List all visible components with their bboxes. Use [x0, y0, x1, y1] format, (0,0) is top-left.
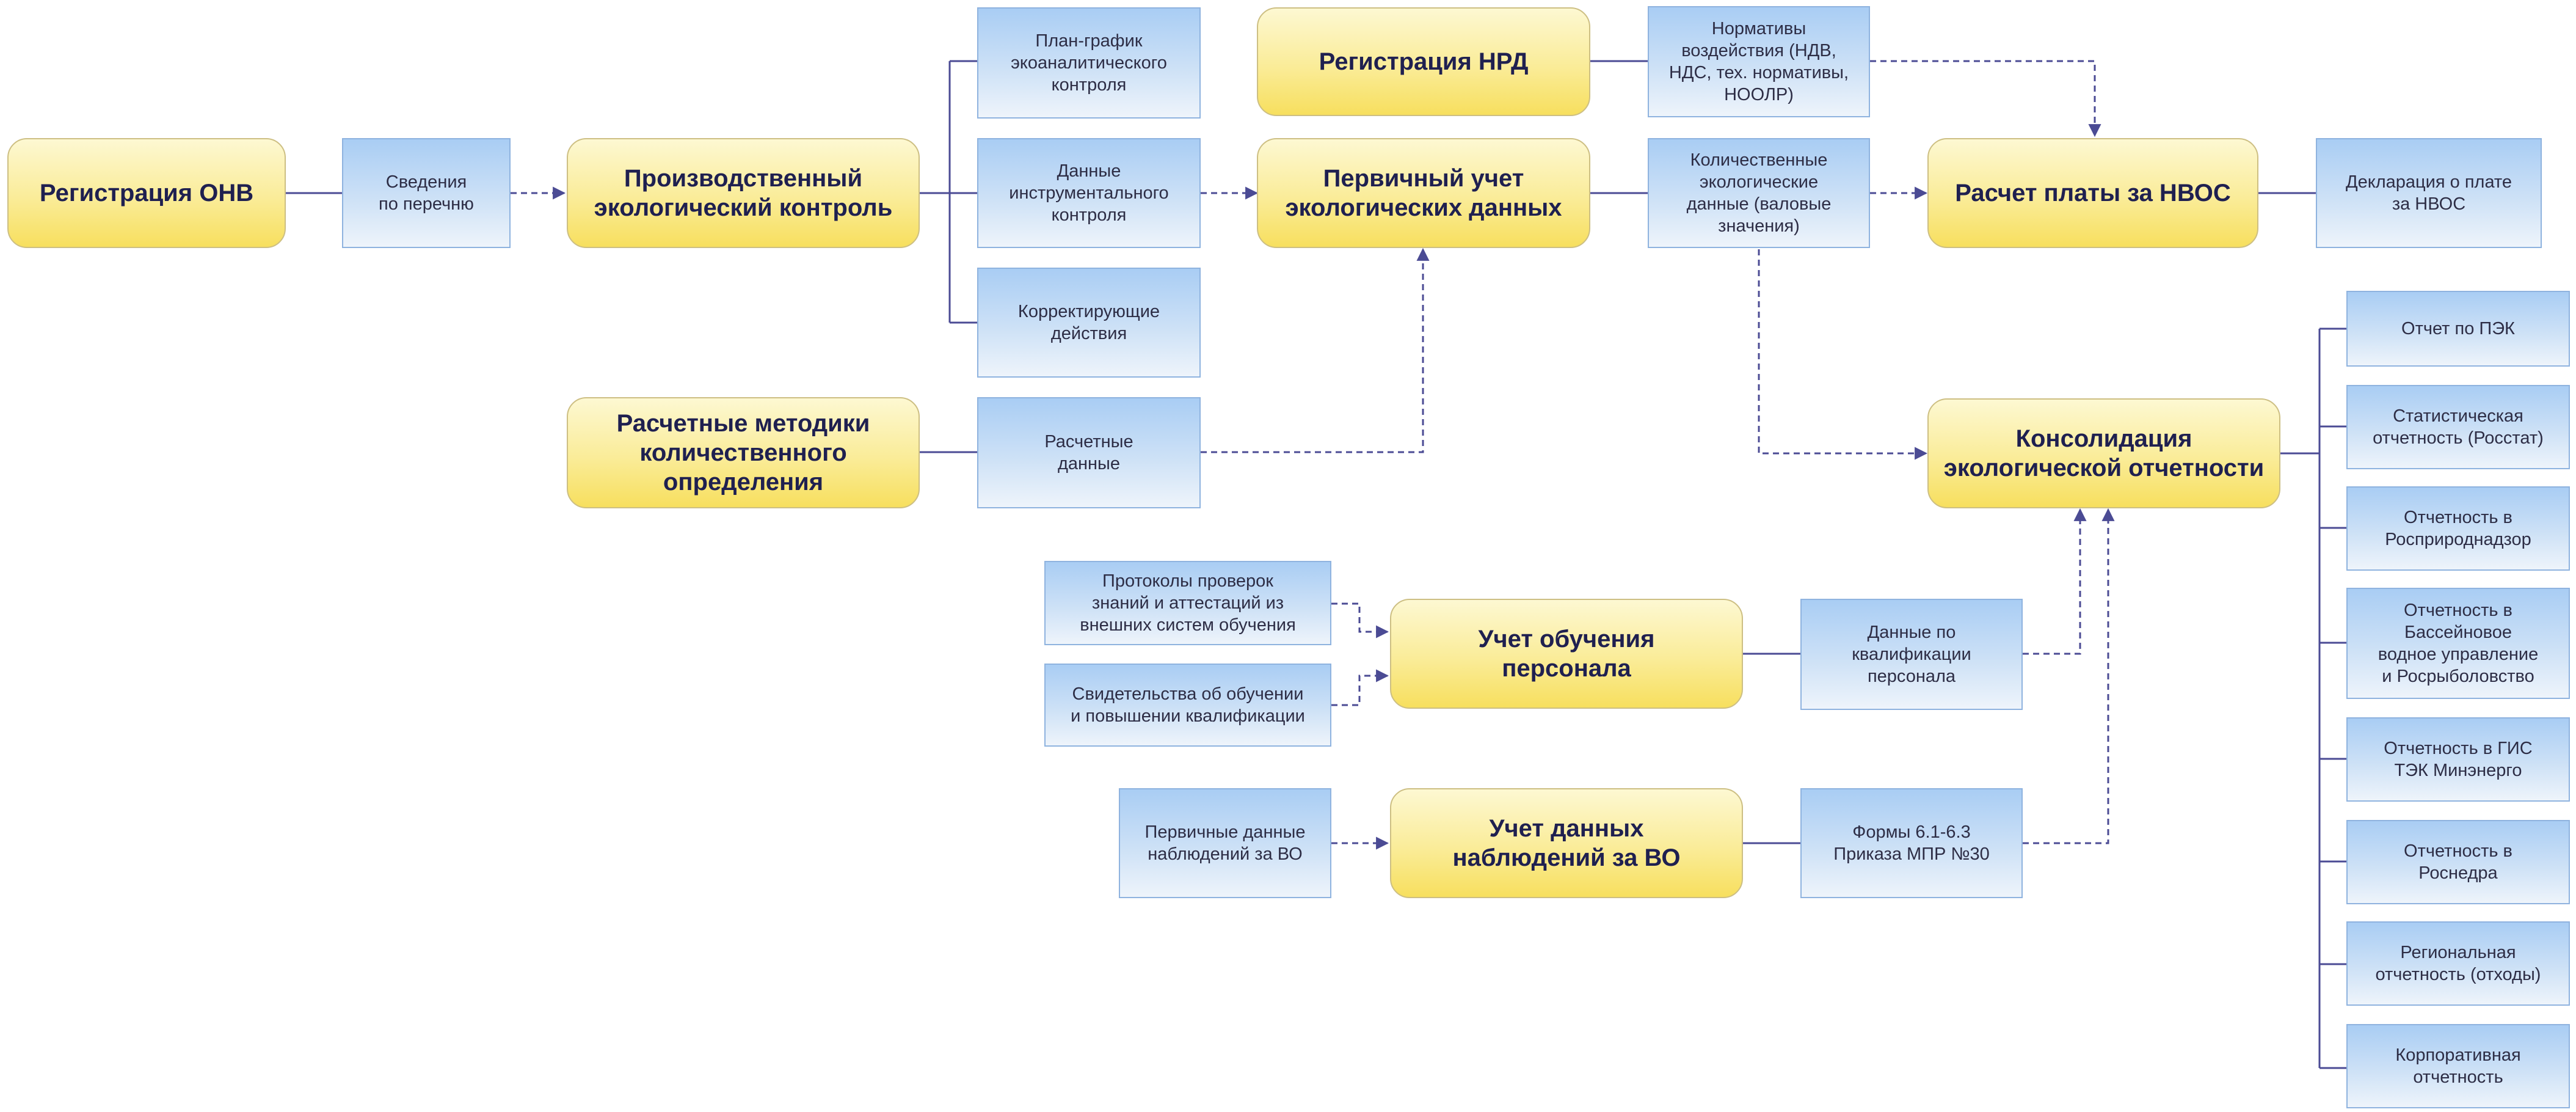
report-item: Региональная отчетность (отходы) [2346, 921, 2570, 1006]
link-kval-to-konsol [2023, 508, 2087, 655]
data-plan: План-график экоаналитического контроля [977, 7, 1201, 119]
process-metod: Расчетные методики количественного опред… [567, 397, 920, 508]
data-instr: Данные инструментального контроля [977, 138, 1201, 248]
data-rasch: Расчетные данные [977, 397, 1201, 508]
process-pek: Производственный экологический контроль [567, 138, 920, 248]
report-item: Корпоративная отчетность [2346, 1024, 2570, 1108]
data-kval: Данные по квалификации персонала [1800, 599, 2023, 710]
process-reg-nrd: Регистрация НРД [1257, 7, 1590, 116]
link-kol-to-konsol [1758, 249, 1928, 460]
process-perv: Первичный учет экологических данных [1257, 138, 1590, 248]
data-kol: Количественные экологические данные (вал… [1648, 138, 1870, 248]
process-konsol: Консолидация экологической отчетности [1927, 398, 2280, 508]
link-formy-to-konsol [2023, 508, 2115, 844]
link-prot-to-obuch [1331, 602, 1389, 638]
link-norm-to-plata [1870, 60, 2101, 137]
report-item: Отчет по ПЭК [2346, 291, 2570, 367]
data-pervvo: Первичные данные наблюдений за ВО [1119, 788, 1331, 898]
data-sved: Сведения по перечню [342, 138, 511, 248]
process-obuch: Учет обучения персонала [1390, 599, 1743, 709]
data-svid: Свидетельства об обучении и повышении кв… [1044, 664, 1331, 747]
data-dekl: Декларация о плате за НВОС [2316, 138, 2542, 248]
report-item: Отчетность в Роснедра [2346, 820, 2570, 904]
report-item: Отчетность в Бассейновое водное управлен… [2346, 588, 2570, 699]
process-reg-onv: Регистрация ОНВ [7, 138, 286, 248]
data-korr: Корректирующие действия [977, 268, 1201, 378]
link-svid-to-obuch [1331, 669, 1389, 706]
data-norm: Нормативы воздействия (НДВ, НДС, тех. но… [1648, 6, 1870, 117]
data-prot: Протоколы проверок знаний и аттестаций и… [1044, 561, 1331, 645]
data-formy: Формы 6.1-6.3 Приказа МПР №30 [1800, 788, 2023, 898]
report-item: Статистическая отчетность (Росстат) [2346, 385, 2570, 469]
link-rasch-to-perv [1201, 247, 1430, 453]
report-item: Отчетность в ГИС ТЭК Минэнерго [2346, 717, 2570, 802]
report-item: Отчетность в Росприроднадзор [2346, 486, 2570, 571]
process-vo: Учет данных наблюдений за ВО [1390, 788, 1743, 898]
process-plata: Расчет платы за НВОС [1927, 138, 2258, 248]
